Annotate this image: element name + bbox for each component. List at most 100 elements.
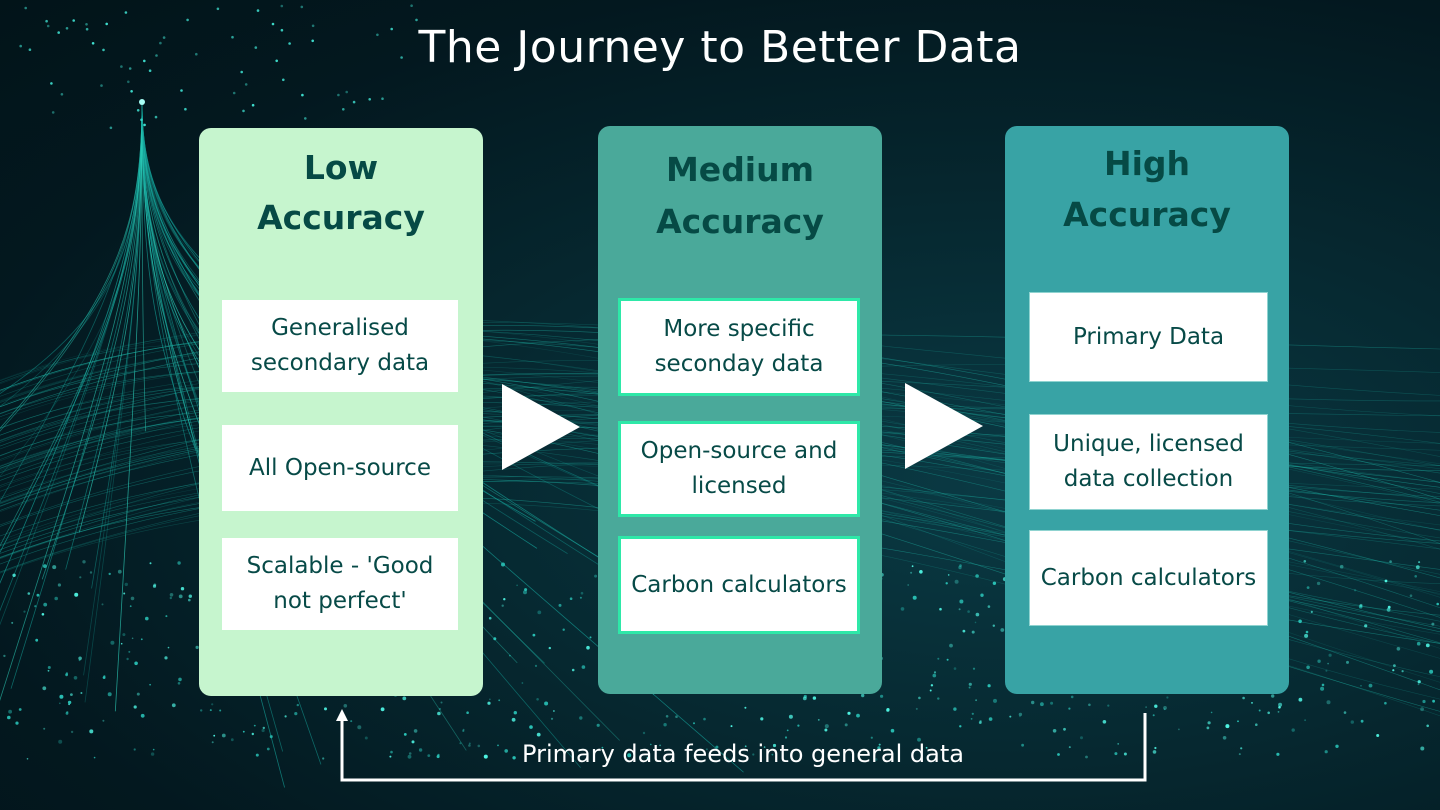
particle-dot	[580, 591, 584, 595]
particle-dot	[824, 728, 828, 732]
particle-dot	[1396, 647, 1401, 651]
particle-dot	[131, 637, 134, 640]
particle-dot	[1068, 707, 1071, 710]
particle-dot	[946, 658, 949, 661]
particle-dot	[1070, 695, 1074, 699]
particle-dot	[949, 643, 953, 648]
particle-dot	[958, 608, 961, 611]
particle-dot	[255, 753, 259, 757]
light-stream	[0, 101, 143, 547]
particle-dot	[703, 717, 706, 721]
particle-dot	[195, 52, 198, 56]
particle-dot	[26, 758, 29, 760]
particle-dot	[844, 723, 848, 727]
particle-dot	[579, 596, 582, 599]
particle-dot	[929, 689, 932, 692]
particle-dot	[1432, 699, 1435, 703]
particle-dot	[1376, 734, 1380, 737]
particle-dot	[856, 713, 860, 718]
particle-dot	[23, 610, 26, 613]
particle-dot	[1305, 630, 1309, 634]
particle-dot	[136, 109, 140, 112]
particle-dot	[28, 48, 32, 51]
particle-dot	[1346, 660, 1349, 664]
particle-dot	[1414, 575, 1417, 578]
particle-dot	[971, 712, 974, 715]
particle-dot	[824, 724, 829, 729]
particle-dot	[730, 725, 733, 728]
particle-dot	[270, 734, 273, 738]
particle-dot	[1237, 720, 1239, 723]
particle-dot	[390, 27, 394, 31]
stage-item-box: Carbon calculators	[1029, 530, 1268, 626]
particle-dot	[36, 593, 40, 597]
stage-item-box: Unique, licensed data collection	[1029, 414, 1268, 510]
particle-dot	[1271, 694, 1275, 698]
particle-dot	[256, 9, 260, 12]
particle-dot	[294, 712, 298, 716]
particle-dot	[886, 708, 890, 712]
particle-dot	[129, 605, 132, 608]
particle-dot	[1210, 711, 1213, 714]
particle-dot	[188, 598, 191, 602]
particle-dot	[548, 646, 551, 650]
particle-dot	[571, 668, 575, 672]
particle-dot	[60, 93, 64, 96]
particle-dot	[219, 709, 222, 712]
particle-dot	[1107, 704, 1110, 707]
particle-dot	[1360, 719, 1364, 723]
particle-dot	[1166, 696, 1169, 699]
particle-dot	[180, 587, 185, 591]
particle-dot	[70, 693, 73, 696]
particle-dot	[521, 682, 524, 684]
particle-dot	[301, 93, 304, 97]
particle-dot	[78, 659, 81, 662]
stage-title-line2: Accuracy	[1063, 195, 1231, 234]
particle-dot	[1222, 736, 1227, 740]
particle-dot	[1242, 696, 1245, 700]
particle-dot	[403, 733, 407, 736]
particle-dot	[186, 18, 189, 22]
particle-dot	[663, 723, 667, 727]
particle-dot	[52, 565, 57, 570]
particle-dot	[337, 93, 340, 97]
particle-dot	[102, 48, 105, 52]
particle-dot	[1050, 701, 1054, 705]
particle-dot	[34, 605, 37, 608]
particle-dot	[978, 721, 982, 724]
particle-dot	[992, 581, 997, 585]
particle-dot	[381, 97, 384, 100]
particle-dot	[1386, 607, 1391, 612]
particle-dot	[254, 46, 258, 49]
light-stream	[0, 101, 143, 701]
stage-item-box: Generalised secondary data	[222, 300, 458, 392]
particle-dot	[149, 562, 152, 565]
particle-dot	[1425, 643, 1430, 648]
particle-dot	[675, 715, 678, 718]
particle-dot	[910, 571, 913, 574]
light-stream	[0, 101, 143, 503]
particle-dot	[43, 564, 47, 568]
particle-dot	[177, 682, 181, 685]
particle-dot	[109, 126, 113, 130]
particle-dot	[262, 726, 265, 730]
particle-dot	[35, 638, 39, 642]
particle-dot	[1339, 564, 1344, 569]
particle-dot	[1303, 560, 1307, 563]
particle-dot	[93, 756, 96, 759]
particle-dot	[501, 604, 504, 607]
particle-dot	[415, 18, 418, 22]
particle-dot	[1429, 669, 1434, 674]
particle-dot	[968, 682, 972, 686]
particle-dot	[919, 570, 923, 574]
stage-title-line1: Low	[303, 148, 379, 187]
stage-item-box: Scalable - 'Good not perfect'	[222, 538, 458, 630]
particle-dot	[50, 82, 53, 85]
particle-dot	[130, 596, 135, 601]
particle-dot	[1417, 680, 1421, 684]
particle-dot	[43, 727, 46, 730]
particle-dot	[159, 41, 162, 45]
particle-dot	[153, 583, 157, 587]
particle-dot	[1416, 641, 1421, 646]
particle-dot	[73, 676, 78, 680]
